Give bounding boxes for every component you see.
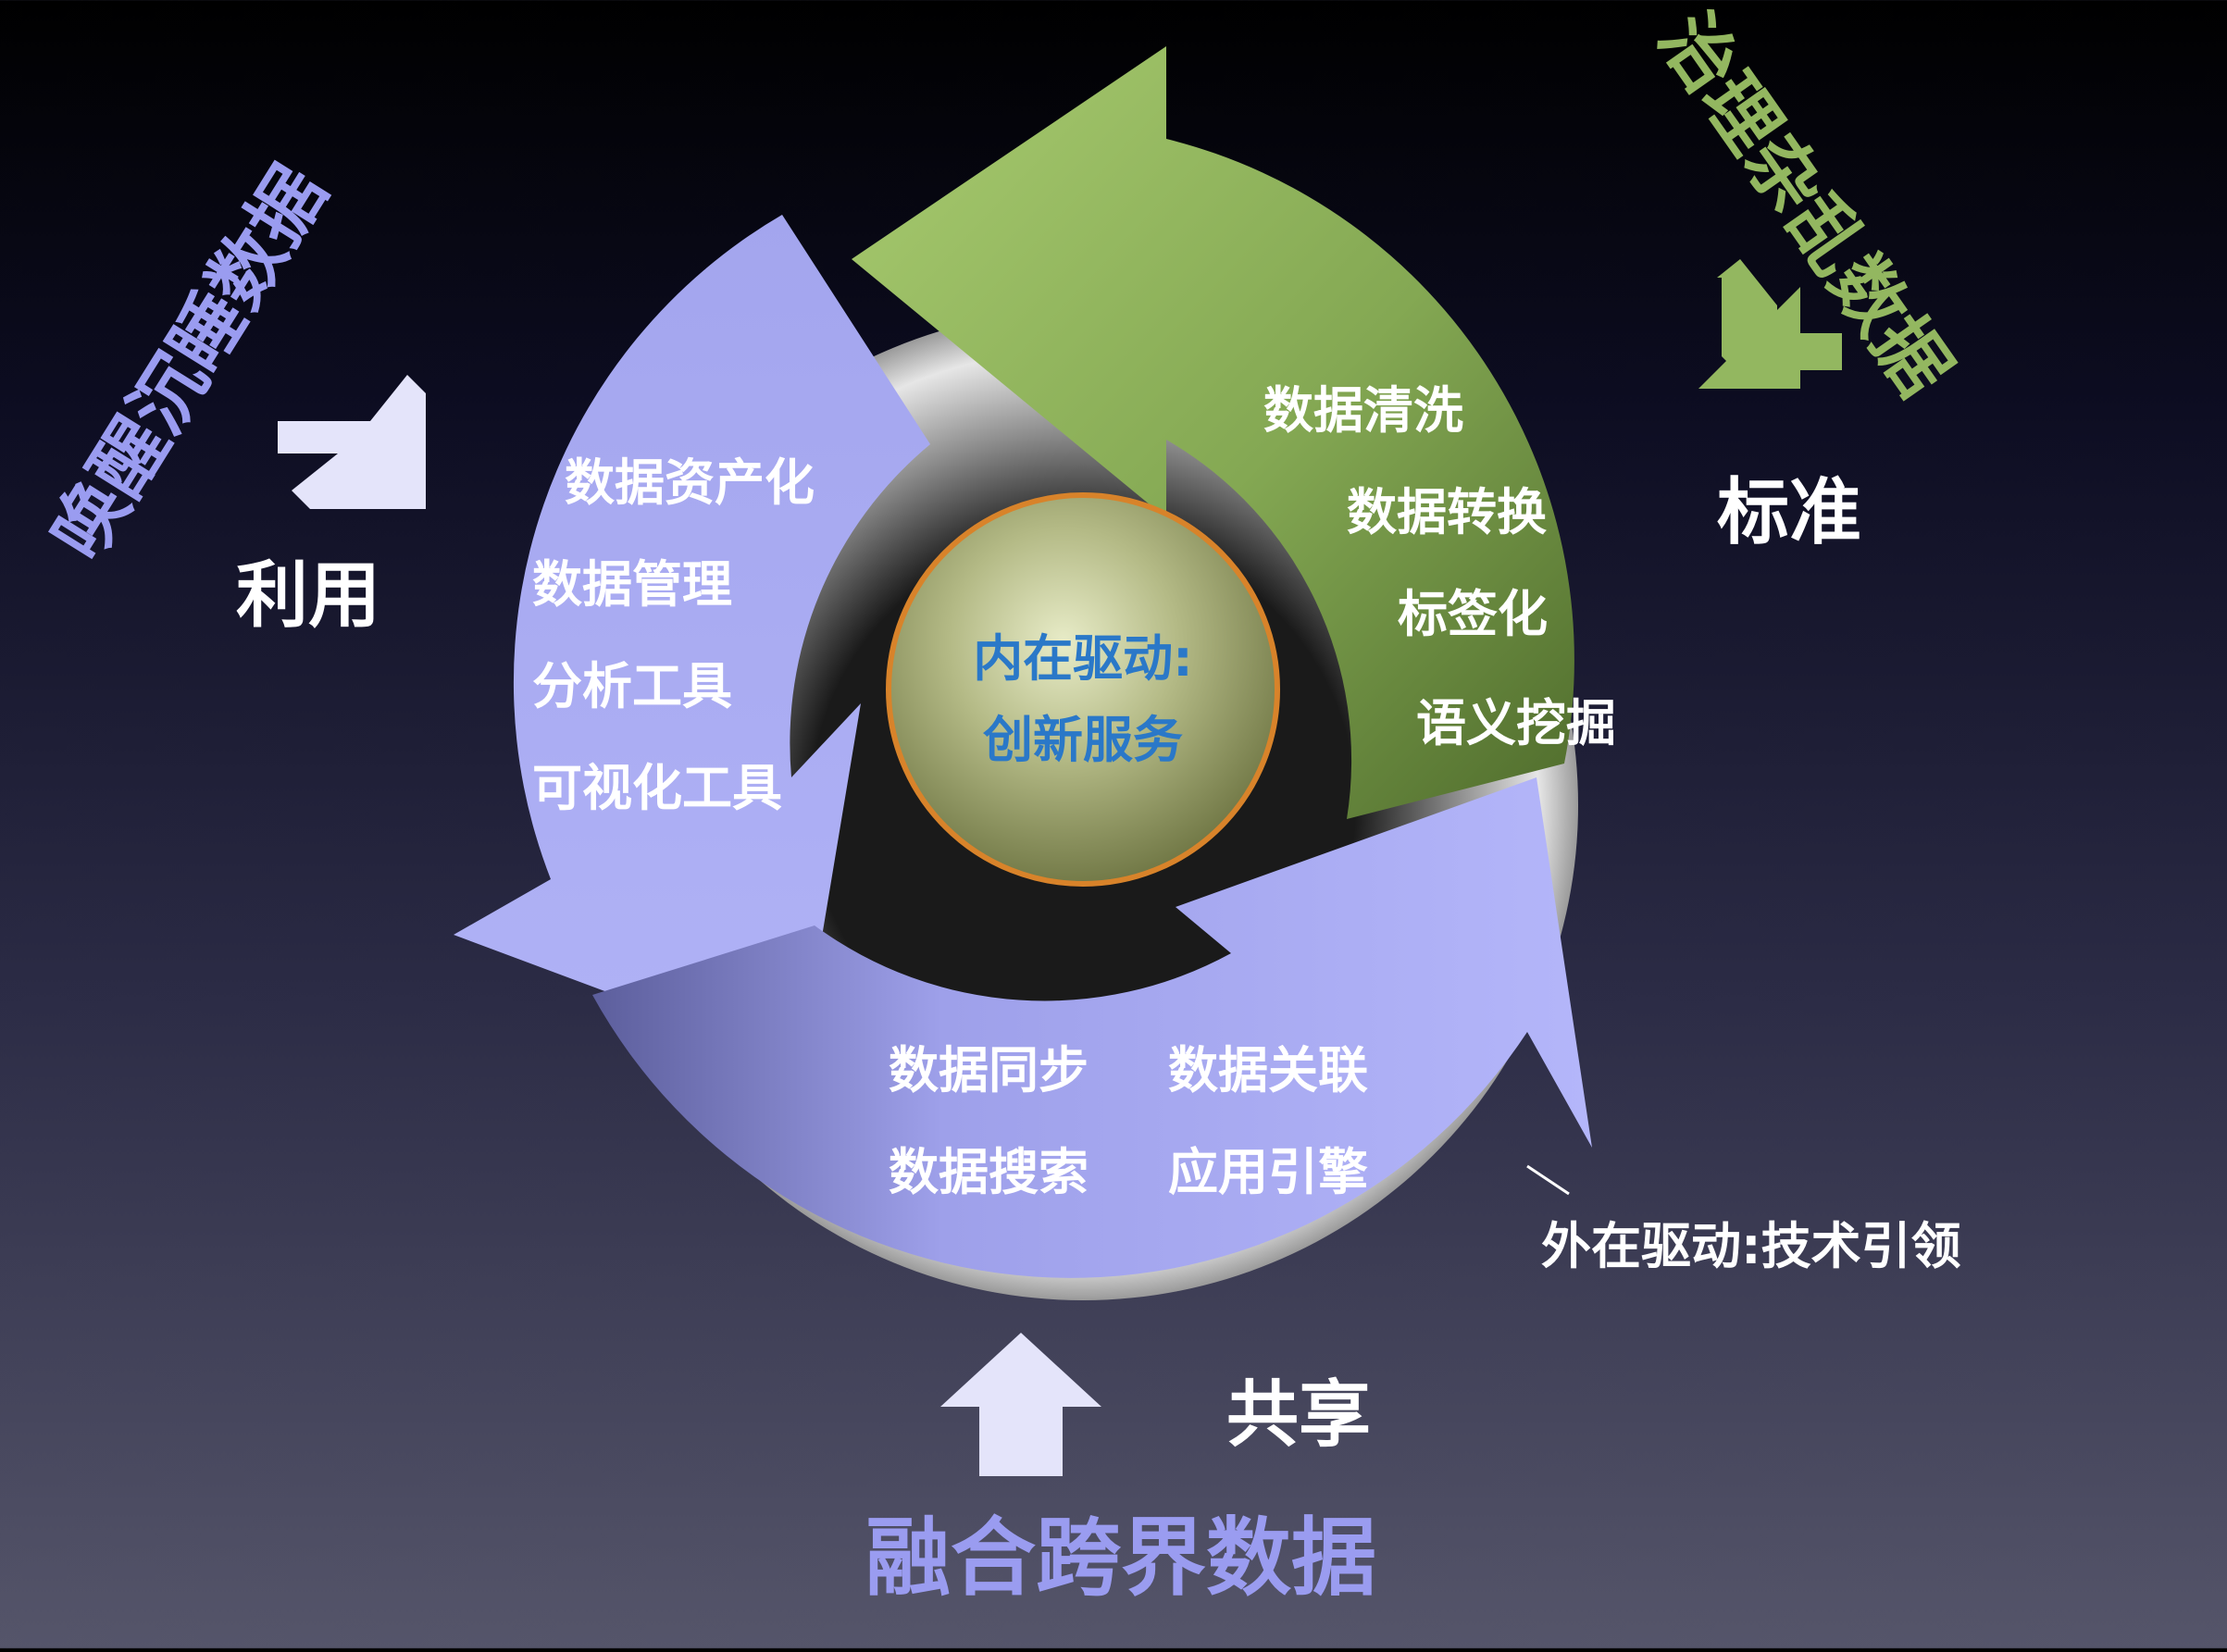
right-item-1: 数据清洗 <box>1263 381 1463 440</box>
bottom-up-arrow-icon <box>940 1333 1101 1476</box>
left-heading: 唤醒沉睡数据 <box>34 152 342 574</box>
right-item-2: 数据转换 <box>1347 483 1547 541</box>
purple-bottom-arrow <box>592 777 1592 1278</box>
bottom-item-2: 数据关联 <box>1168 1041 1368 1099</box>
right-result: 标准 <box>1717 471 1861 554</box>
left-item-3: 分析工具 <box>532 657 732 715</box>
left-down-arrow-icon <box>278 375 426 509</box>
left-item-1: 数据资产化 <box>565 453 815 512</box>
bottom-result: 共享 <box>1226 1373 1371 1457</box>
right-item-4: 语义挖掘 <box>1416 694 1616 752</box>
center-sphere <box>886 492 1280 887</box>
bottom-item-3: 数据搜索 <box>889 1143 1089 1201</box>
center-text-line2: 创新服务 <box>983 711 1183 769</box>
external-pointer-line <box>1526 1164 1570 1196</box>
right-down-arrow-tip-icon <box>1698 287 1800 389</box>
bottom-item-4: 应用引擎 <box>1168 1143 1368 1201</box>
external-driver-label: 外在驱动:技术引领 <box>1541 1217 1961 1275</box>
left-item-2: 数据管理 <box>532 555 732 614</box>
purple-left-arrow <box>454 215 930 1064</box>
right-item-3: 标签化 <box>1398 585 1548 643</box>
center-text-line1: 内在驱动: <box>973 629 1193 688</box>
bottom-item-1: 数据同步 <box>889 1041 1089 1099</box>
green-cycle-arrow <box>852 46 1574 819</box>
bottom-heading: 融合跨界数据 <box>865 1509 1376 1608</box>
left-item-4: 可视化工具 <box>532 759 782 817</box>
left-result: 利用 <box>236 554 380 638</box>
